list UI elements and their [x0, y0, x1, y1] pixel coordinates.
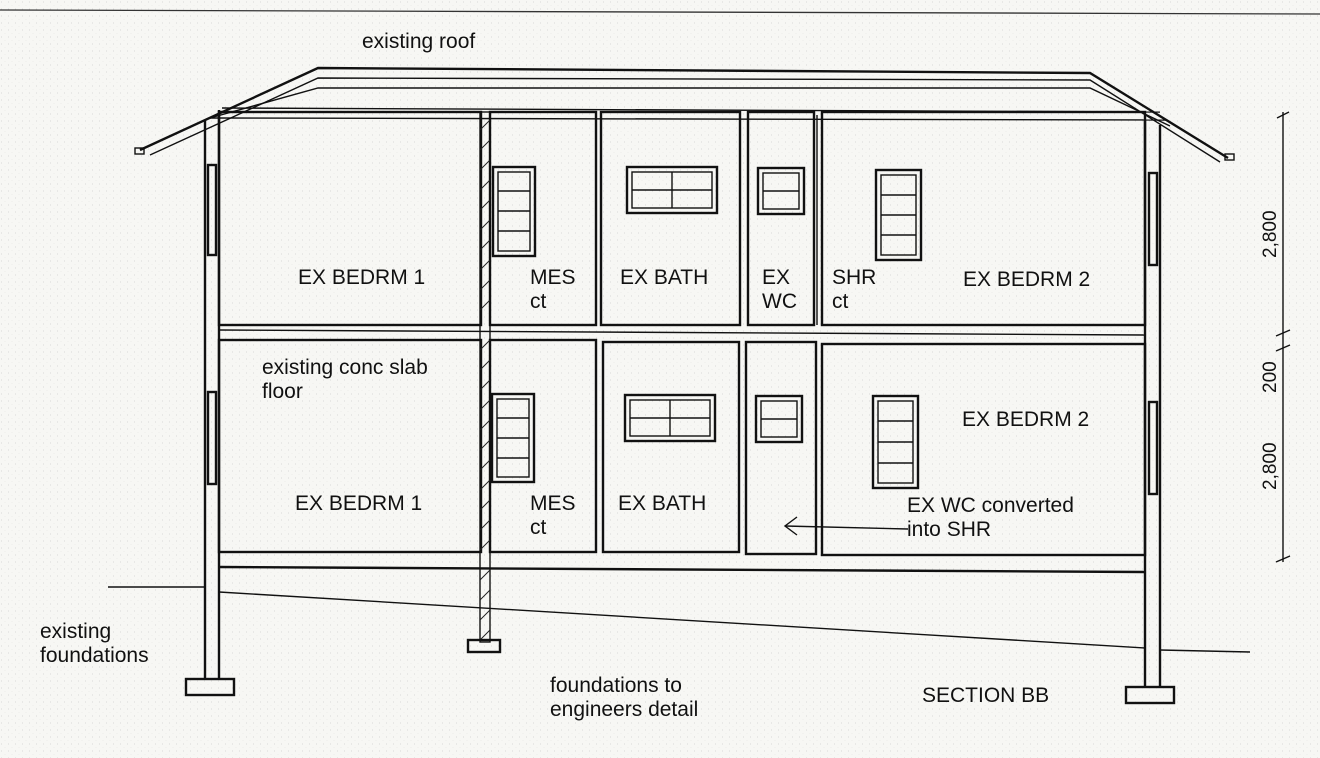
- post-footing: [466, 638, 502, 654]
- slab-line-1: existing conc slab: [262, 356, 428, 379]
- lower-floor: [217, 338, 1147, 557]
- foundations-detail-label: foundations to engineers detail: [550, 674, 698, 722]
- existing-foundations-label: existing foundations: [40, 620, 149, 668]
- window-lower-wc: [754, 394, 804, 444]
- upper-wc-line-1: EX: [762, 266, 791, 289]
- right-footing: [1124, 685, 1176, 705]
- roof-label: existing roof: [362, 30, 476, 53]
- sheet-top-border: [0, 9, 1320, 15]
- hatched-post: [466, 111, 502, 654]
- dimension-slab: 200: [1260, 361, 1281, 393]
- upper-shr-line-1: SHR: [832, 266, 877, 289]
- window-lower-bath: [623, 393, 717, 443]
- lower-bedroom-1-label: EX BEDRM 1: [295, 492, 423, 515]
- dimension-upper-floor: 2,800: [1260, 210, 1281, 258]
- dimension-lower-floor: 2,800: [1260, 442, 1281, 490]
- window-upper-bedroom-2: [874, 168, 923, 262]
- upper-mes-line-2: ct: [530, 290, 547, 313]
- window-lower-bedroom-2: [871, 394, 920, 490]
- slab-line-2: floor: [262, 380, 303, 403]
- lower-bath-label: EX BATH: [618, 492, 707, 515]
- upper-shr-line-2: ct: [832, 290, 849, 313]
- lower-mes-label: MES ct: [530, 492, 576, 540]
- wc-converted-line-2: into SHR: [907, 518, 992, 541]
- window-lower-mes: [490, 392, 536, 484]
- existing-foundations-line-1: existing: [40, 620, 112, 643]
- upper-bedroom-2-label: EX BEDRM 2: [963, 268, 1091, 291]
- foundations-detail-line-2: engineers detail: [550, 698, 699, 721]
- upper-bedroom-1-label: EX BEDRM 1: [298, 266, 426, 289]
- window-upper-bath: [625, 165, 719, 215]
- upper-wc-label: EX WC: [762, 266, 797, 314]
- upper-floor: [217, 110, 1147, 327]
- upper-bath-label: EX BATH: [620, 266, 709, 289]
- floor-slabs: [218, 329, 1146, 574]
- upper-mes-line-1: MES: [530, 266, 576, 289]
- lower-mes-line-2: ct: [530, 516, 547, 539]
- slab-label: existing conc slab floor: [262, 356, 428, 404]
- ground-lines: [108, 586, 1251, 653]
- lower-mes-line-1: MES: [530, 492, 576, 515]
- existing-foundations-line-2: foundations: [40, 644, 149, 667]
- dimension-line: [1275, 111, 1291, 563]
- window-upper-mes: [491, 165, 537, 258]
- left-footing: [184, 677, 236, 697]
- lower-bedroom-2-label: EX BEDRM 2: [962, 408, 1090, 431]
- window-upper-wc: [756, 166, 806, 216]
- wc-converted-label: EX WC converted into SHR: [907, 494, 1074, 542]
- leader-arrow: [783, 516, 909, 536]
- roof: [134, 66, 1235, 163]
- foundations-detail-line-1: foundations to: [550, 674, 682, 697]
- upper-wc-line-2: WC: [762, 290, 797, 313]
- wc-converted-line-1: EX WC converted: [907, 494, 1074, 517]
- upper-shr-label: SHR ct: [832, 266, 876, 314]
- upper-mes-label: MES ct: [530, 266, 576, 314]
- section-title: SECTION BB: [922, 684, 1050, 707]
